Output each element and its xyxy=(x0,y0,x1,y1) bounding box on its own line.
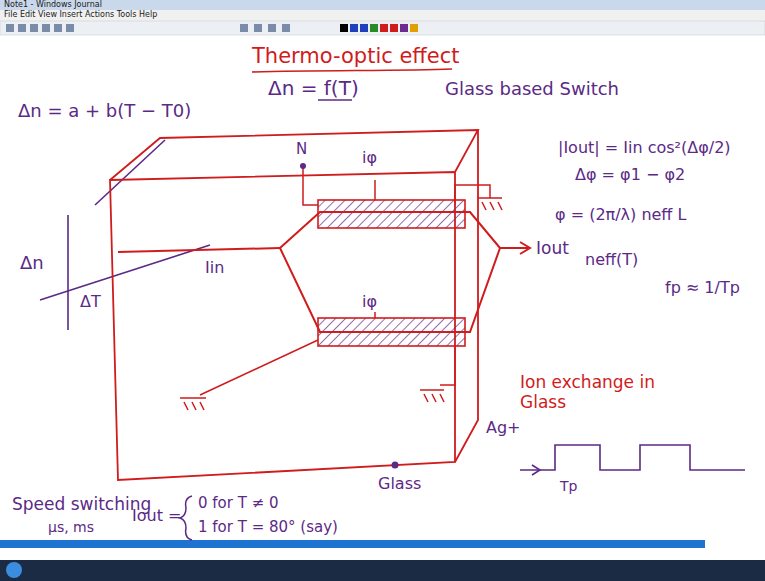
phase-label: iφ xyxy=(362,292,377,311)
toolbar-icons xyxy=(6,24,290,32)
menu-bar xyxy=(0,10,765,21)
note: Ion exchange in Glass xyxy=(520,372,670,413)
window-title: Note1 - Windows Journal xyxy=(4,0,102,10)
square-wave xyxy=(520,445,745,475)
glass-chip xyxy=(110,130,478,480)
heading-underline xyxy=(252,69,452,72)
brace xyxy=(180,496,192,540)
material-label: Glass xyxy=(378,474,421,493)
color-swatches xyxy=(340,24,418,32)
equation: φ = (2π/λ) neff L xyxy=(555,205,686,224)
axis-label: Δn xyxy=(20,252,44,274)
terminal-label: N xyxy=(296,140,307,158)
taskbar xyxy=(0,560,765,581)
note: Glass based Switch xyxy=(445,78,619,100)
terminal-dot xyxy=(300,163,306,169)
scroll-bar xyxy=(0,540,705,548)
phase-label: iφ xyxy=(362,148,377,167)
signal-label: Iout xyxy=(536,238,569,258)
start-button xyxy=(6,562,22,578)
terminal-dot xyxy=(392,462,399,469)
ion-label: Ag+ xyxy=(486,418,521,437)
equation: 0 for T ≠ 0 xyxy=(198,494,279,512)
heading: Thermo-optic effect xyxy=(252,44,460,69)
note: μs, ms xyxy=(48,519,94,536)
menu-items: File Edit View Insert Actions Tools Help xyxy=(4,10,157,20)
equation: |Iout| = Iin cos²(Δφ/2) xyxy=(558,138,731,157)
equation: Δn = f(T) xyxy=(268,76,359,100)
equation: fp ≈ 1/Tp xyxy=(665,278,740,297)
equation: Δn = a + b(T − T0) xyxy=(18,100,191,122)
period-label: Tp xyxy=(560,478,577,495)
equation: Δφ = φ1 − φ2 xyxy=(575,165,685,184)
equation: 1 for T = 80° (say) xyxy=(198,518,338,536)
equation: Iout = xyxy=(132,506,181,525)
equation: neff(T) xyxy=(585,250,638,269)
note: Speed switching xyxy=(12,494,151,514)
tool-bar xyxy=(0,21,765,35)
axis-label: ΔT xyxy=(80,292,101,311)
electrode-wires xyxy=(180,168,502,410)
title-bar xyxy=(0,0,765,10)
heater-electrode xyxy=(318,200,465,228)
signal-label: Iin xyxy=(205,258,224,277)
mach-zehnder-waveguide xyxy=(118,212,530,332)
